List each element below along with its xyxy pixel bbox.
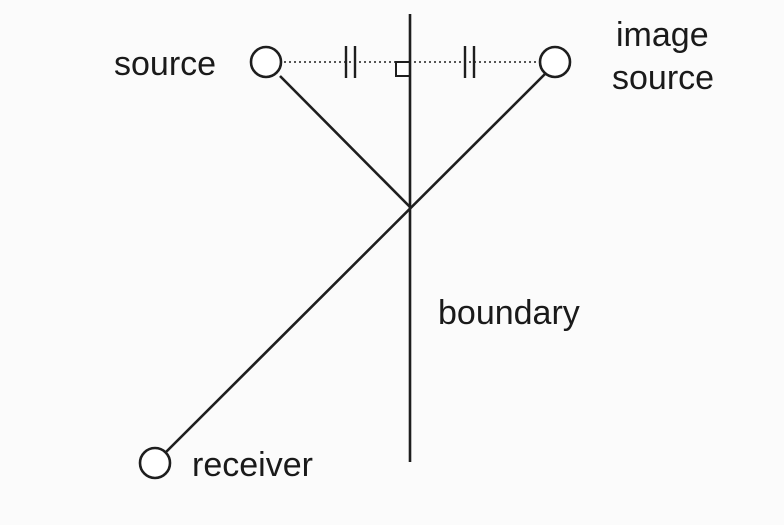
source-label: source (114, 45, 216, 83)
receiver-label: receiver (192, 446, 313, 484)
source-node (249, 45, 283, 79)
image-source-node (538, 45, 572, 79)
image-ray (165, 73, 546, 453)
right-angle-marker (395, 61, 411, 77)
equal-length-mark-left (344, 46, 357, 78)
incident-ray (279, 75, 411, 208)
image-source-label-line1: image (616, 16, 709, 54)
equal-length-mark-right (463, 46, 476, 78)
image-source-label-line2: source (612, 59, 714, 97)
receiver-node (138, 446, 172, 480)
boundary-label: boundary (438, 294, 580, 332)
